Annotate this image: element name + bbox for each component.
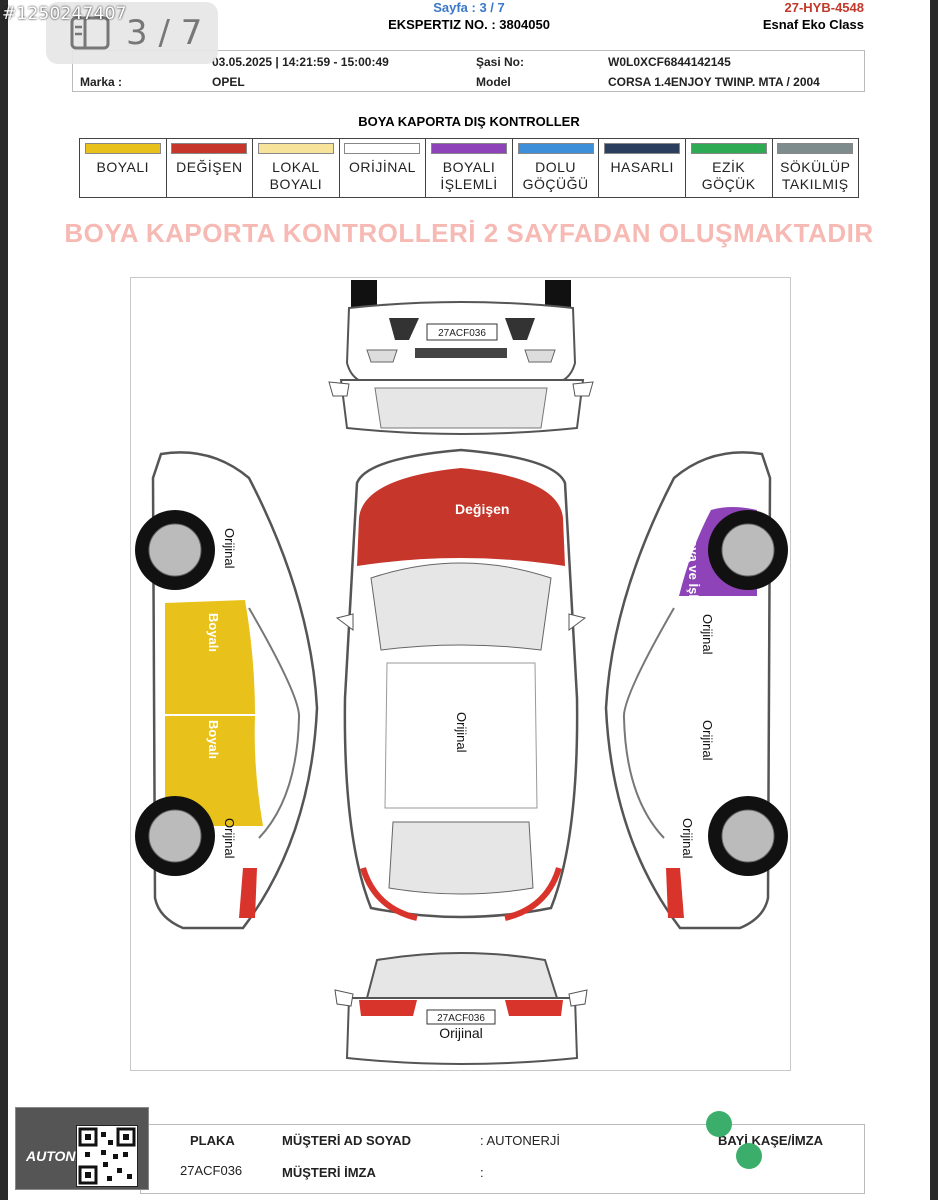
expertise-number: EKSPERTIZ NO. : 3804050 [388,17,550,32]
front-view: 27ACF036 [328,280,594,435]
page-view-icon [70,16,110,50]
legend-swatch [517,143,594,154]
svg-text:Değişen: Değişen [455,501,509,517]
left-side-view: Orijinal Boyalı Boyalı Orijinal [135,451,319,930]
legend-item: DEĞİŞEN [167,139,254,197]
customer-name-value: : AUTONERJİ [480,1133,560,1148]
legend-item: HASARLI [599,139,686,197]
image-id-watermark: #1250247407 [2,4,127,24]
svg-text:Orijinal: Orijinal [222,528,237,569]
legend-swatch [690,143,767,154]
svg-text:Orijinal: Orijinal [700,614,715,655]
chassis-label: Şasi No: [476,55,525,69]
page-number: Sayfa : 3 / 7 [433,0,505,15]
legend-swatch [431,143,508,154]
svg-text:Orijinal: Orijinal [439,1025,483,1041]
legend-item: ORİJİNAL [340,139,427,197]
svg-text:Orijinal: Orijinal [454,712,469,753]
vehicle-info-box [72,50,865,92]
page-counter: 3 / 7 [126,13,203,53]
hood-changed-area [357,468,565,566]
page-indicator[interactable]: 3 / 7 [46,2,218,64]
legend-swatch [344,143,421,154]
svg-text:Boyalı: Boyalı [206,720,221,759]
plate-value: 27ACF036 [180,1163,243,1178]
legend-swatch [777,143,854,154]
left-front-door-painted [165,600,255,714]
header-plate: 27-HYB-4548 [784,0,865,15]
model-value: CORSA 1.4ENJOY TWINP. MTA / 2004 [608,75,820,89]
svg-text:27ACF036: 27ACF036 [438,328,486,339]
green-marker-dot [706,1111,732,1137]
legend-item: BOYALI [80,139,167,197]
customer-signature-label: MÜŞTERİ İMZA [282,1165,376,1180]
right-side-view: Boya ve İşl. Orijinal Orijinal Orijinal [604,451,788,930]
car-diagram-svg: 27ACF036 Değişen Orijinal [135,280,788,1065]
legend-swatch [604,143,681,154]
customer-name-label: MÜŞTERİ AD SOYAD [282,1133,412,1148]
chassis-value: W0L0XCF6844142145 [608,55,731,69]
customer-signature-value: : [480,1165,484,1180]
top-view: Değişen Orijinal [335,448,587,921]
svg-text:Orijinal: Orijinal [700,720,715,761]
rear-view: 27ACF036 Orijinal [334,952,588,1065]
green-marker-dot [736,1143,762,1169]
brand-label: Marka : [80,75,123,89]
package-name: Esnaf Eko Class [762,17,864,32]
svg-text:Orijinal: Orijinal [222,818,237,859]
svg-text:Boya ve İşl.: Boya ve İşl. [686,530,701,602]
section-title: BOYA KAPORTA DIŞ KONTROLLER [358,114,580,129]
left-rear-door-painted [165,716,263,826]
brand-value: OPEL [212,75,245,89]
plate-label: PLAKA [190,1133,235,1148]
svg-text:Boyalı: Boyalı [206,613,221,652]
inspection-datetime: 03.05.2025 | 14:21:59 - 15:00:49 [212,55,389,69]
dealer-stamp-label: BAYİ KAŞE/İMZA [718,1133,823,1148]
svg-text:Orijinal: Orijinal [680,818,695,859]
model-label: Model [476,75,511,89]
legend-swatch [257,143,334,154]
legend-swatch [171,143,248,154]
svg-text:27ACF036: 27ACF036 [437,1013,485,1024]
car-damage-diagram: 27ACF036 Değişen Orijinal [130,277,791,1071]
two-page-notice: BOYA KAPORTA KONTROLLERİ 2 SAYFADAN OLUŞ… [64,218,874,248]
qr-code-icon [76,1125,138,1187]
legend-swatch [84,143,161,154]
